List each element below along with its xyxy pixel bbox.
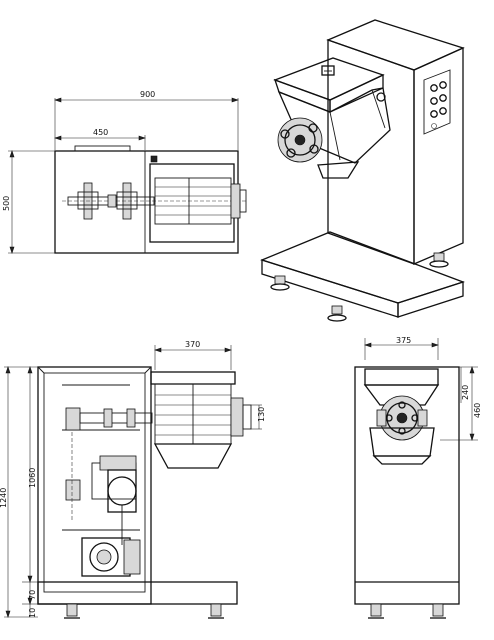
front-view: 370 1240 1060 70 10 — [0, 340, 266, 619]
dim-side-width: 375 — [396, 336, 411, 345]
dim-rotor-dia: 130 — [257, 407, 266, 422]
dim-foot-height: 10 — [28, 608, 37, 618]
dim-upper-height: 1060 — [28, 468, 37, 488]
dim-overall-width: 900 — [140, 90, 155, 99]
isometric-view — [260, 19, 465, 322]
dim-hopper-total: 460 — [473, 403, 482, 418]
dim-base-height: 70 — [28, 590, 37, 600]
dim-hopper-height: 240 — [461, 385, 470, 400]
dim-half-width: 450 — [93, 128, 108, 137]
dim-hopper-width: 370 — [185, 340, 200, 349]
dim-overall-height: 1240 — [0, 488, 8, 508]
top-view: 900 450 500 — [2, 90, 247, 254]
side-view: 375 240 460 — [354, 336, 482, 619]
dim-depth: 500 — [2, 196, 11, 211]
